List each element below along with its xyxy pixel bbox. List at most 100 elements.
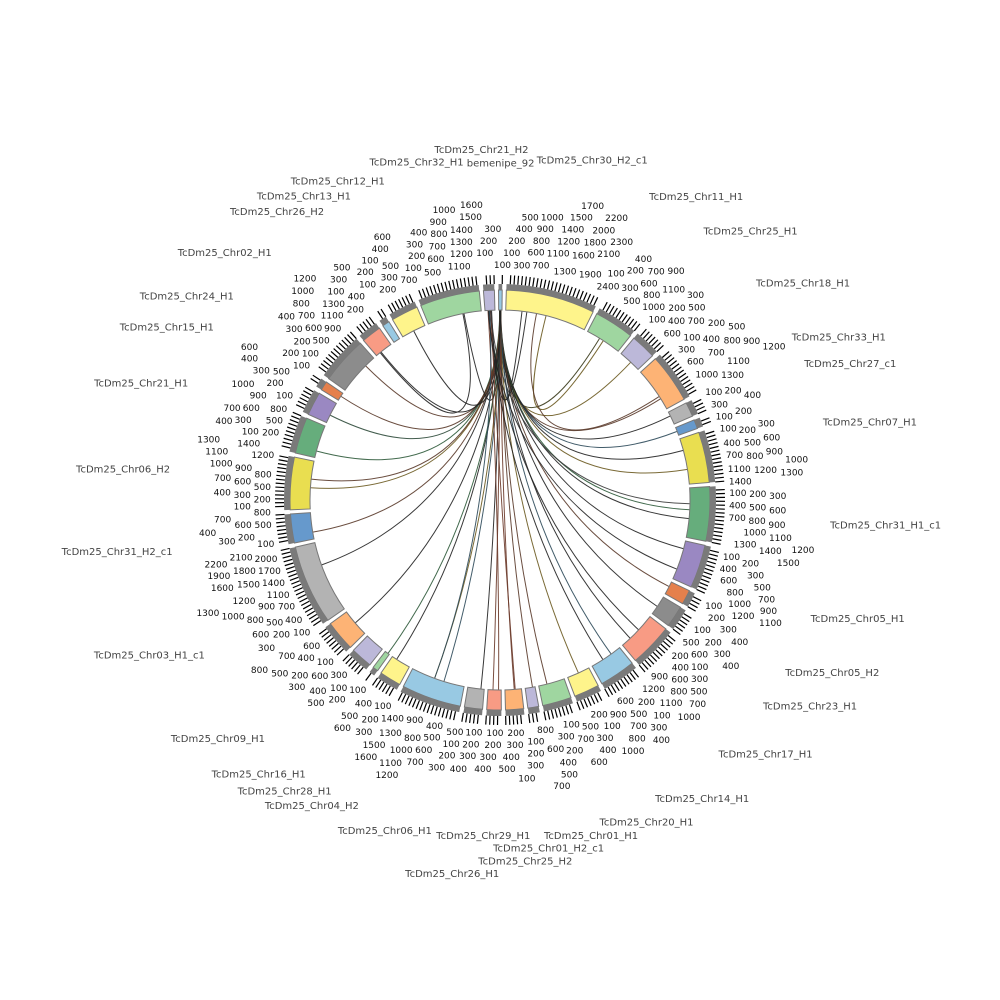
tick-label: 500 [682,639,699,649]
segment-block[interactable] [591,646,633,685]
segment-TcDm25_Chr31_H1_c1[interactable] [685,486,725,545]
segment-block[interactable] [391,306,426,338]
segment-TcDm25_Chr15_H1[interactable] [295,386,338,424]
segment-TcDm25_Chr11_H1[interactable] [586,301,641,352]
segment-block[interactable] [289,456,315,511]
segment-block[interactable] [482,289,496,312]
tick-mark [275,482,285,485]
segment-block[interactable] [362,327,392,357]
segment-TcDm25_Chr06_H2[interactable] [274,455,315,511]
segment-TcDm25_Chr21_H1[interactable] [281,411,326,459]
segment-TcDm25_Chr18_H1[interactable] [639,351,697,410]
segment-block[interactable] [672,540,706,588]
segment-block[interactable] [505,289,594,331]
tick-label: 300 [480,753,497,763]
segment-TcDm25_Chr25_H2[interactable] [504,688,525,725]
segment-TcDm25_Chr27_c1[interactable] [674,417,712,436]
segment-TcDm25_Chr07_H1[interactable] [679,430,725,485]
segment-block[interactable] [294,542,345,622]
tick-label: 1200 [251,451,274,461]
segment-block[interactable] [685,486,711,542]
segment-block[interactable] [620,337,654,371]
segment-block[interactable] [320,381,344,401]
segment-block[interactable] [294,417,326,459]
segment-block[interactable] [639,358,685,410]
segment-block[interactable] [651,596,682,627]
segment-TcDm25_Chr03_H1_c1[interactable] [280,542,345,627]
segment-block[interactable] [289,512,315,544]
segment-block[interactable] [667,402,694,425]
segment-TcDm25_Chr01_H2_c1[interactable] [524,686,540,724]
tick-label: 300 [650,723,667,733]
segment-TcDm25_Chr26_H2[interactable] [356,316,392,357]
segment-TcDm25_Chr09_H1[interactable] [318,611,366,656]
segment-block[interactable] [664,581,691,605]
segment-TcDm25_Chr20_H1[interactable] [567,667,603,711]
segment-block[interactable] [679,431,710,485]
tick-mark [568,704,573,714]
segment-block[interactable] [329,611,366,649]
segment-TcDm25_Chr25_H1[interactable] [620,328,664,371]
segment-block[interactable] [380,655,410,686]
tick-mark [288,422,298,427]
segment-TcDm25_Chr12_H1[interactable] [387,293,426,338]
tick-mark [655,649,663,657]
segment-block[interactable] [372,650,390,672]
segment-block[interactable] [327,342,375,391]
segment-block[interactable] [420,290,482,325]
tick-label: 400 [285,616,302,626]
segment-TcDm25_Chr05_H1[interactable] [672,540,719,594]
tick-label: 1200 [791,546,814,556]
segment-block[interactable] [463,686,485,710]
segment-TcDm25_Chr28_H1[interactable] [365,650,390,681]
segment-block[interactable] [382,321,401,344]
segment-TcDm25_Chr01_H1[interactable] [538,678,574,721]
segment-TcDm25_Chr17_H1[interactable] [621,615,676,673]
segment-TcDm25_Chr04_H2[interactable] [371,655,410,697]
segment-TcDm25_Chr06_H1[interactable] [397,668,465,721]
segment-axis-band [691,545,711,590]
segment-block[interactable] [621,615,667,662]
segment-bemenipe_92[interactable] [498,275,503,311]
segment-TcDm25_Chr16_H1[interactable] [342,635,383,675]
tick-mark [378,681,385,691]
segment-block[interactable] [504,688,525,711]
tick-mark [282,441,292,445]
tick-mark [463,277,467,287]
segment-block[interactable] [586,312,632,352]
tick-mark [276,474,286,477]
tick-mark [297,400,307,406]
segment-block[interactable] [674,419,699,436]
segment-TcDm25_Chr30_H2_c1[interactable] [505,275,599,331]
tick-mark [280,547,290,552]
tick-label: 900 [250,392,267,402]
segment-block[interactable] [498,289,503,311]
tick-label: 400 [199,529,216,539]
segment-block[interactable] [486,689,502,711]
segment-TcDm25_Chr33_H1[interactable] [667,398,707,425]
segment-block[interactable] [352,635,383,666]
segment-TcDm25_Chr21_H2[interactable] [482,275,496,312]
link-bemenipe_92-TcDm25_Chr31_H2_c1 [312,309,502,533]
segment-block[interactable] [307,392,338,424]
tick-mark [702,420,712,426]
segment-TcDm25_Chr14_H1[interactable] [591,646,640,698]
segment-axis-band [505,708,525,716]
segment-block[interactable] [524,686,540,709]
segment-TcDm25_Chr31_H2_c1[interactable] [275,512,315,545]
segment-block[interactable] [567,667,599,697]
segment-TcDm25_Chr32_H1[interactable] [418,276,482,325]
tick-label: 100 [359,281,376,291]
tick-mark [301,393,310,399]
segment-TcDm25_Chr29_H1[interactable] [485,689,502,725]
segment-TcDm25_Chr24_H1[interactable] [310,374,344,401]
segment-block[interactable] [402,668,465,707]
tick-mark [671,363,680,370]
segment-block[interactable] [538,678,572,707]
segment-TcDm25_Chr05_H2[interactable] [664,581,702,612]
tick-mark [320,363,329,370]
segment-TcDm25_Chr23_H1[interactable] [651,596,692,636]
segment-TcDm25_Chr26_H1[interactable] [461,686,485,724]
segment-TcDm25_Chr02_H1[interactable] [318,331,375,391]
segment-TcDm25_Chr13_H1[interactable] [377,308,401,344]
